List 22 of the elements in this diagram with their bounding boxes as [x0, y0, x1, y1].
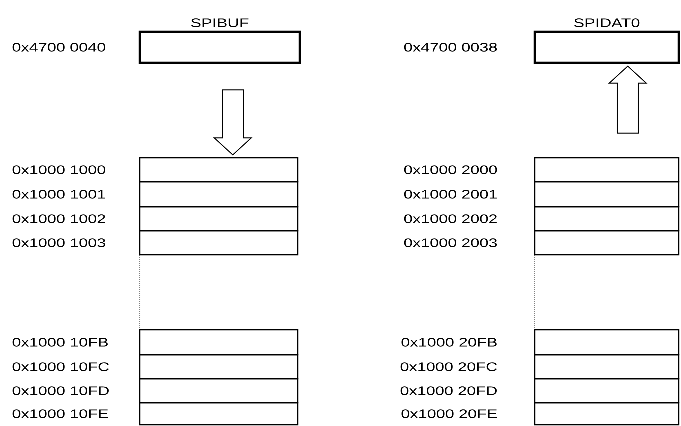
- address-label: 0x1000 10FE: [12, 410, 108, 418]
- address-label: 0x1000 1000: [12, 166, 106, 174]
- address-label: 0x4700 0040: [12, 43, 106, 52]
- address-label: 0x1000 2000: [404, 166, 498, 174]
- register-box: SPIDAT0: [534, 18, 680, 64]
- address-label: 0x1000 20FE: [402, 410, 498, 418]
- address-label: 0x1000 20FB: [402, 338, 497, 347]
- block-arrow: [213, 90, 253, 156]
- address-label: 0x1000 20FC: [400, 362, 498, 372]
- address-label: 0x1000 10FD: [12, 386, 109, 396]
- address-label: 0x4700 0038: [404, 43, 498, 52]
- address-label: 0x1000 2002: [404, 214, 497, 224]
- address-label: 0x1000 1003: [12, 238, 106, 248]
- block-arrow: [608, 66, 648, 134]
- address-label: 0x1000 10FC: [12, 362, 110, 372]
- address-label: 0x1000 20FD: [400, 386, 497, 396]
- address-label: 0x1000 10FB: [12, 338, 108, 347]
- register-box: SPIBUF: [138, 18, 302, 64]
- address-label: 0x1000 1002: [12, 214, 106, 224]
- address-label: 0x1000 2001: [404, 190, 497, 199]
- address-label: 0x1000 1001: [12, 190, 106, 199]
- address-label: 0x1000 2003: [404, 238, 498, 248]
